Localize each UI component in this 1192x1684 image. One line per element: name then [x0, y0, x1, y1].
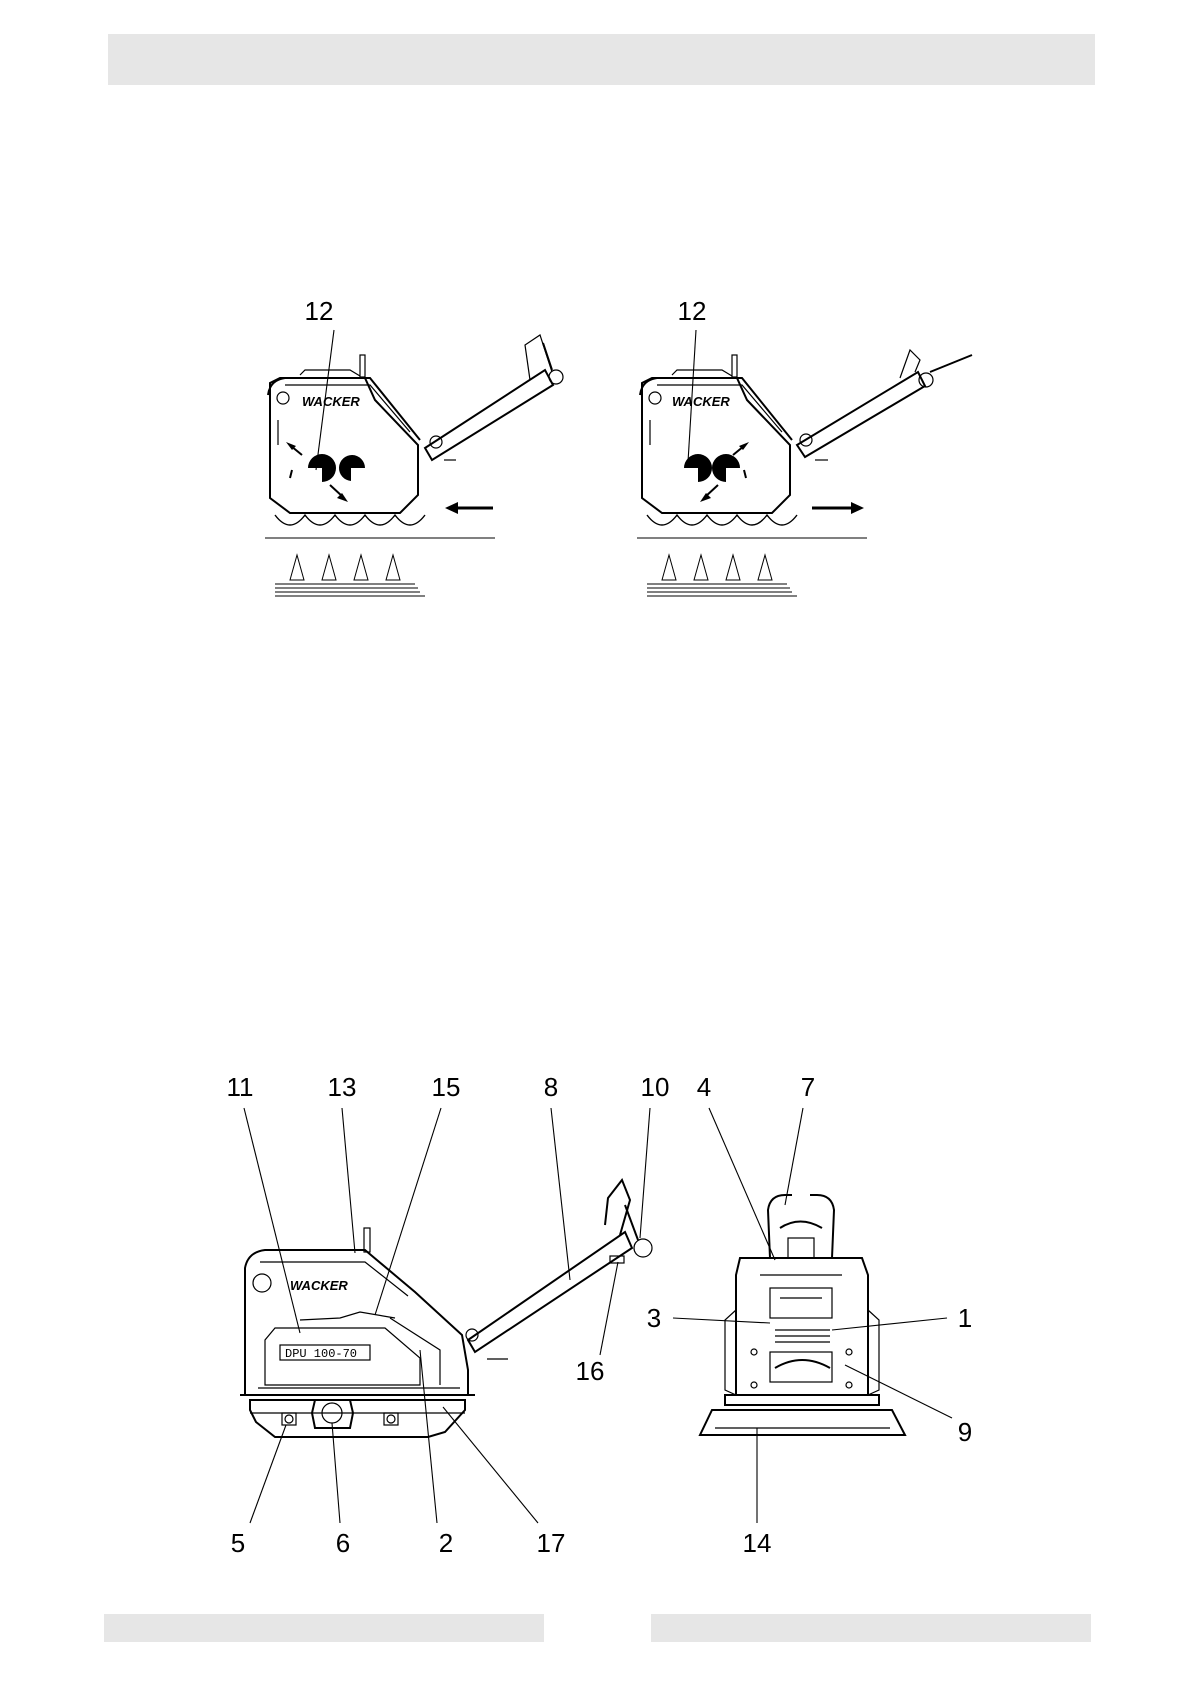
callout-14: 14 [743, 1528, 772, 1558]
callout-11: 11 [227, 1072, 254, 1102]
callout-13: 13 [328, 1072, 357, 1102]
callout-8: 8 [544, 1072, 558, 1102]
footer-bar-left [104, 1614, 544, 1642]
brand-label-side: WACKER [290, 1278, 348, 1293]
machine-front-view: 4 7 3 1 9 14 [647, 1072, 972, 1558]
callout-1: 1 [958, 1303, 972, 1333]
callout-4: 4 [697, 1072, 711, 1102]
callout-7: 7 [801, 1072, 815, 1102]
callout-3: 3 [647, 1303, 661, 1333]
callout-10: 10 [641, 1072, 670, 1102]
callout-15: 15 [432, 1072, 461, 1102]
callout-6: 6 [336, 1528, 350, 1558]
callout-2: 2 [439, 1528, 453, 1558]
callout-9: 9 [958, 1417, 972, 1447]
footer-bar-right [651, 1614, 1091, 1642]
machine-side-view: WACKER DPU 100-70 11 13 15 8 10 16 5 6 2 [227, 1072, 670, 1558]
callout-17: 17 [537, 1528, 566, 1558]
callout-16: 16 [576, 1356, 605, 1386]
model-plate: DPU 100-70 [285, 1347, 357, 1361]
callout-5: 5 [231, 1528, 245, 1558]
